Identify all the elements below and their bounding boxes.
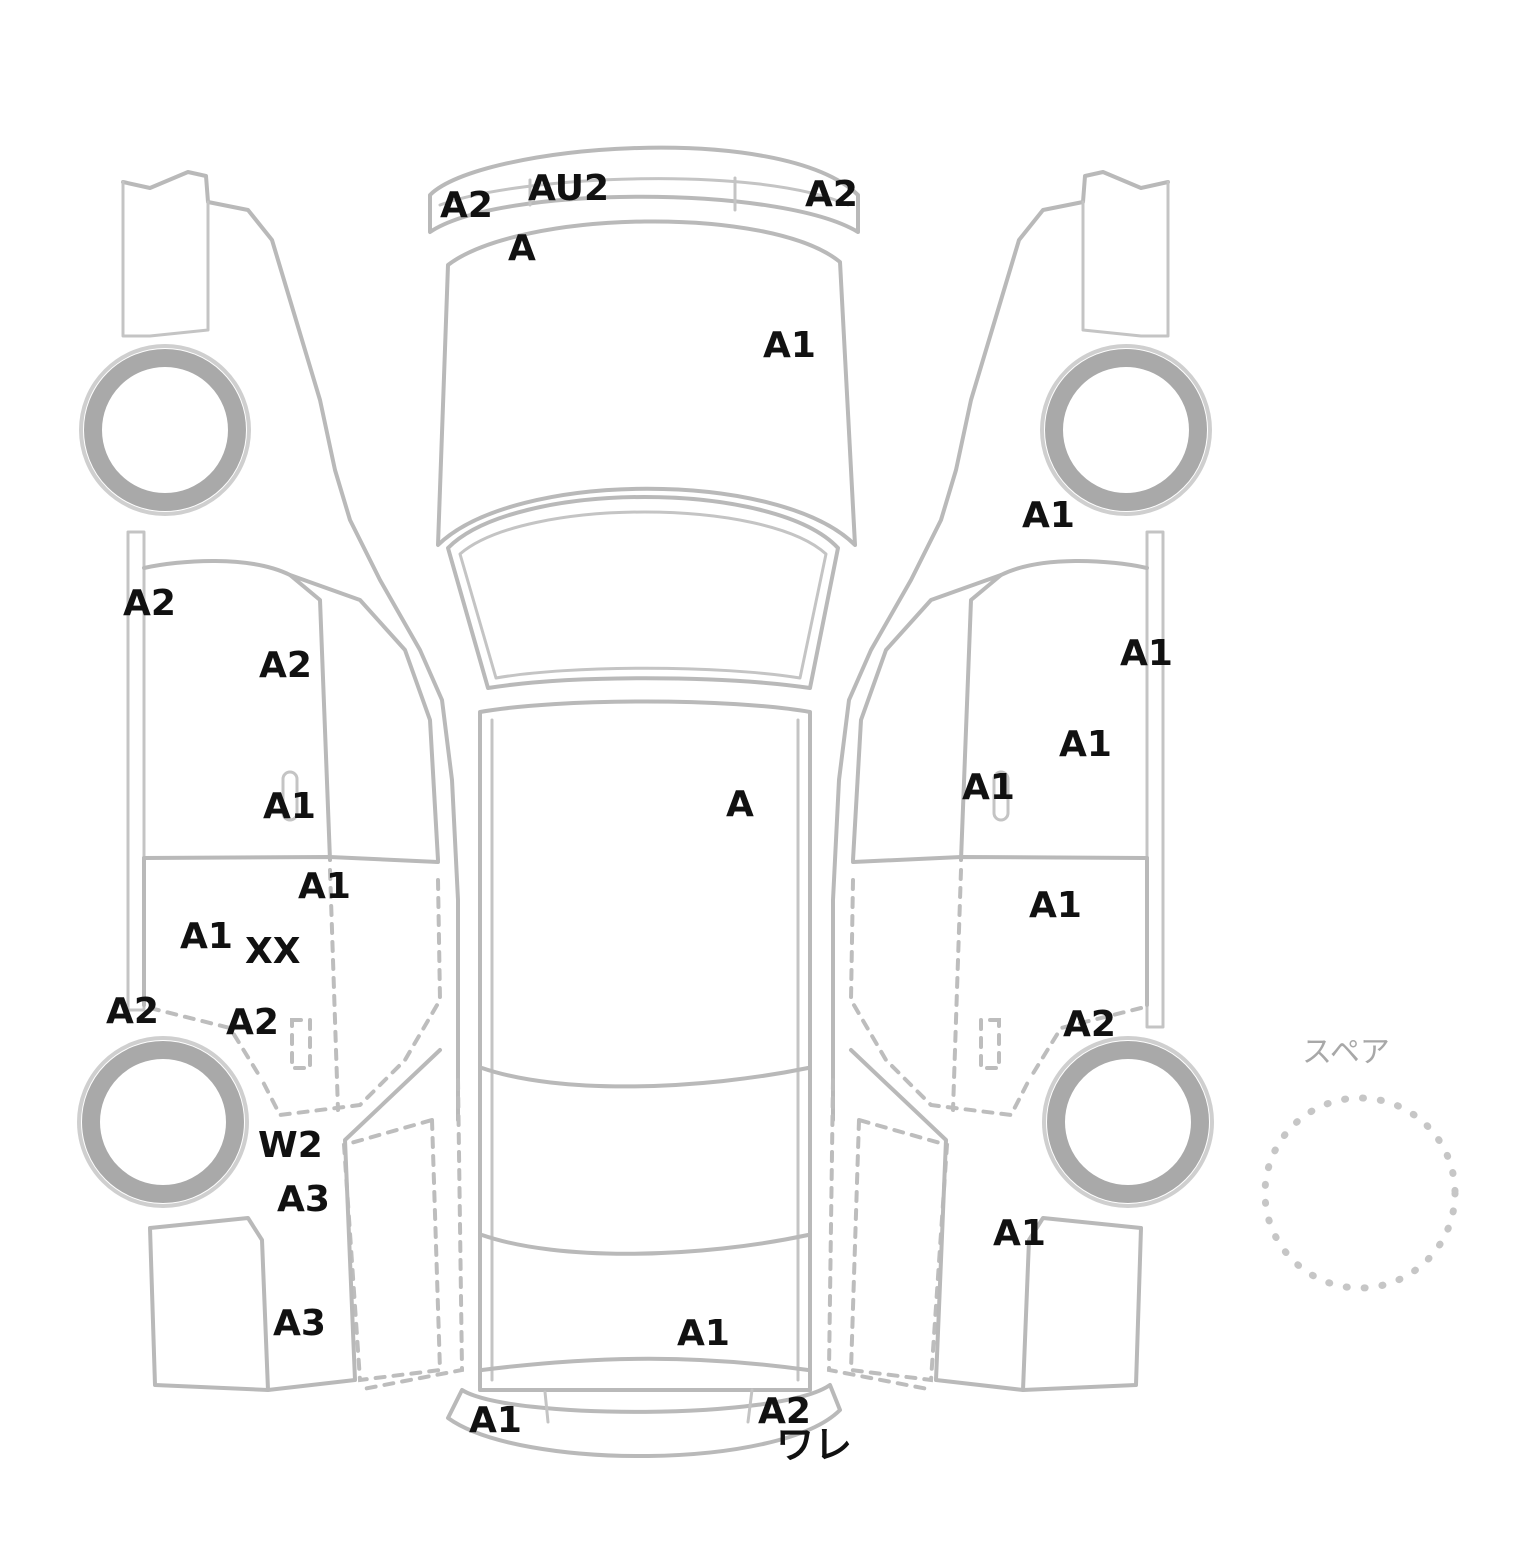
damage-code: A2 [259,645,312,686]
damage-code: A1 [298,866,351,907]
damage-code: A1 [263,786,316,827]
damage-code: A3 [273,1303,326,1344]
damage-code: A3 [277,1179,330,1220]
damage-code: ワレ [776,1423,852,1467]
damage-code: A1 [962,767,1015,808]
damage-code: A1 [763,325,816,366]
damage-code: A2 [758,1391,811,1432]
spare-tire-outline [1261,1094,1459,1292]
left-rear-tire [82,1041,244,1203]
left-side-view [77,170,465,1392]
damage-code: A2 [805,174,858,215]
damage-code: A2 [440,185,493,226]
damage-code: A [726,784,754,825]
damage-code: A1 [677,1313,730,1354]
damage-code: A1 [1022,495,1075,536]
damage-code: A1 [469,1400,522,1441]
damage-code: A2 [226,1002,279,1043]
damage-code: A1 [1120,633,1173,674]
damage-code: A2 [123,583,176,624]
rear-bumper [446,1383,842,1459]
damage-code: W2 [258,1125,323,1166]
left-front-tire [84,349,246,511]
damage-code: A2 [106,991,159,1032]
damage-marks: A2 AU2 A2 A A1 A2 A2 A1 A1 A1 XX A2 A2 W… [106,168,1173,1467]
damage-code: A1 [1029,885,1082,926]
spare-tire: スペア [1261,1035,1459,1292]
windshield [446,495,840,690]
damage-code: XX [245,931,301,972]
damage-code: A [508,228,536,269]
hood-outline [436,219,857,547]
damage-code: AU2 [528,168,609,209]
damage-code: A1 [180,916,233,957]
spare-label: スペア [1302,1035,1390,1070]
front-bumper [428,145,860,234]
right-side-view [826,170,1214,1392]
damage-code: A1 [1059,724,1112,765]
top-view [428,145,860,1459]
damage-code: A2 [1063,1004,1116,1045]
damage-code: A1 [993,1213,1046,1254]
